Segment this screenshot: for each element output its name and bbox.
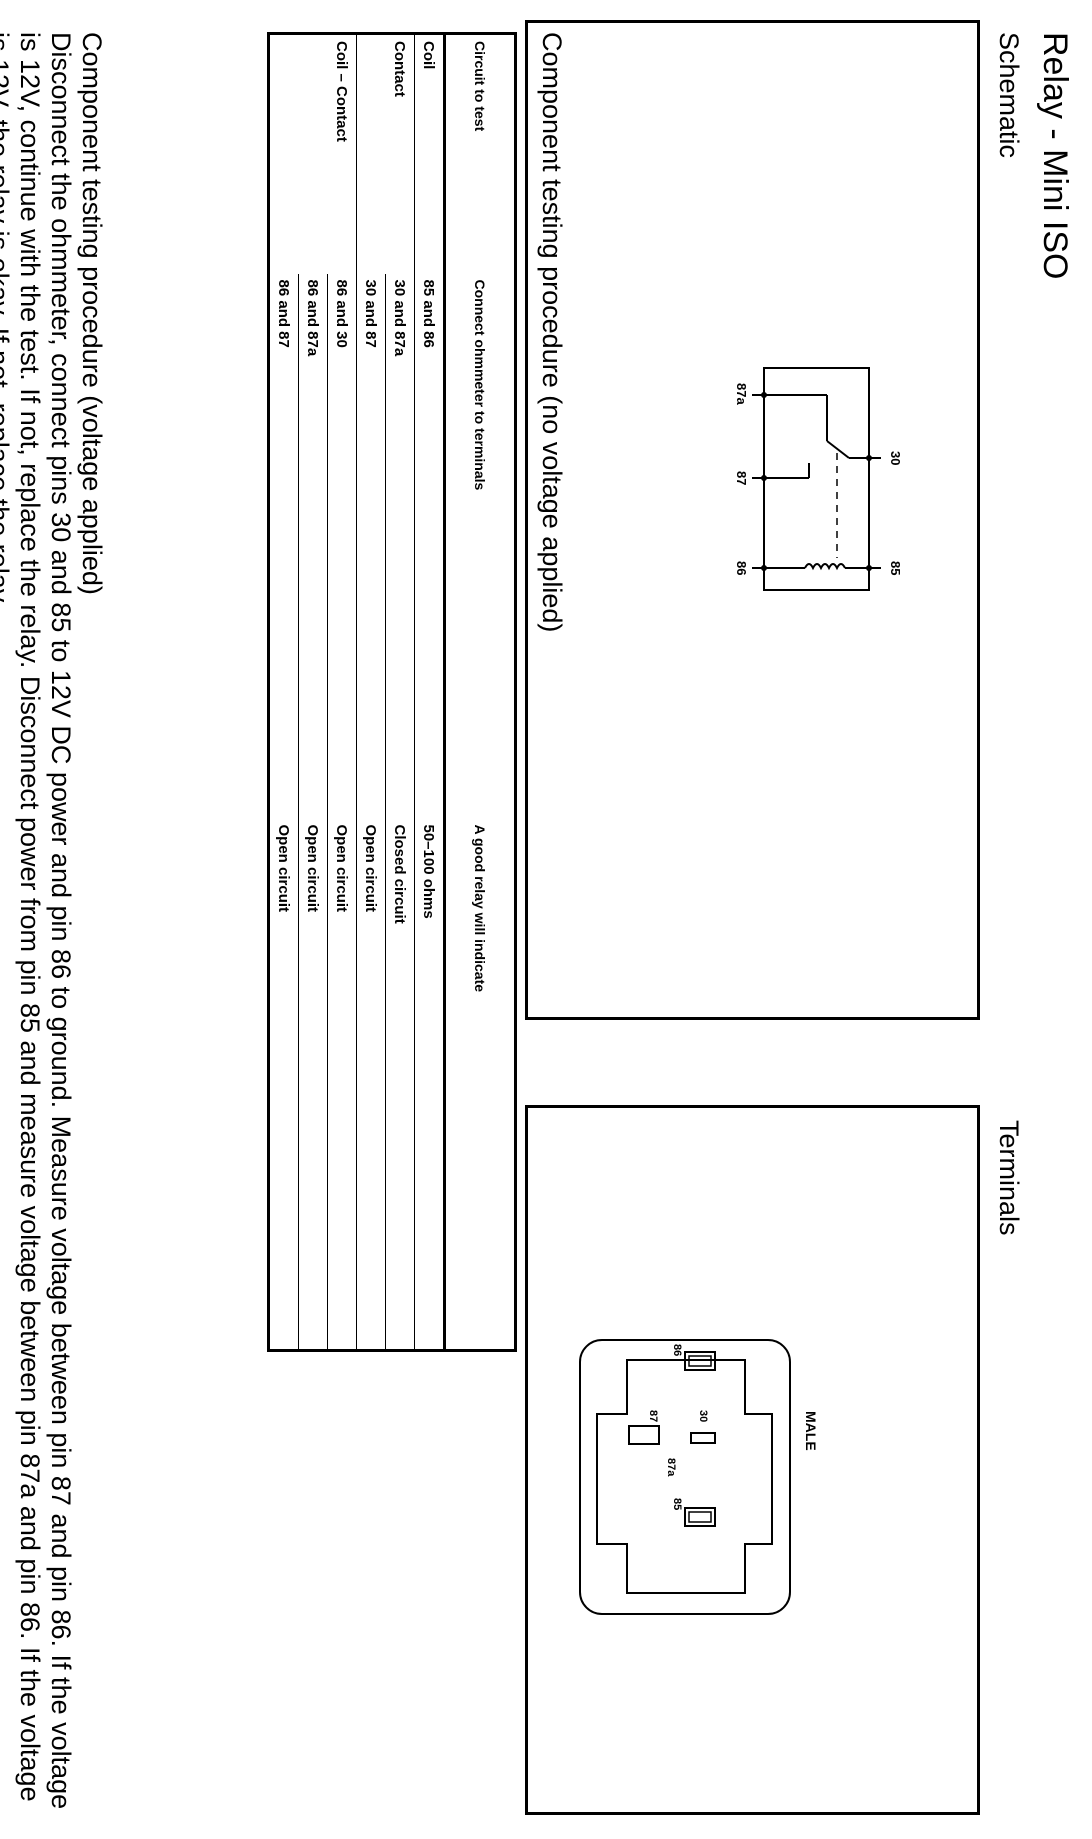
table-header-row: Circuit to test Connect ohmmeter to term…: [444, 33, 516, 1351]
terminals-box: MALE 86 30 87 87a 85: [525, 1105, 980, 1815]
connector-face-diagram: [579, 1339, 791, 1615]
cell-circuit: [269, 34, 299, 274]
cell-circuit: Contact: [391, 41, 409, 97]
connector-pin-30-label: 30: [697, 1410, 709, 1423]
table-row: Contact 30 and 87a Closed circuit: [385, 34, 415, 1351]
cell-indication: Closed circuit: [385, 818, 415, 1351]
connector-housing: [579, 1339, 791, 1615]
schematic-box: 30 85 87a 87 86: [525, 20, 980, 1020]
table-row: Coil – Contact 86 and 30 Open circuit: [327, 34, 357, 1351]
schematic-pin-87-label: 87: [734, 471, 749, 486]
coil-winding: [804, 563, 846, 571]
table-heading: Component testing procedure (no voltage …: [537, 32, 567, 633]
terminal-85-slot: [684, 1507, 716, 1527]
cell-indication: Open circuit: [268, 818, 299, 1351]
switch-arm: [826, 440, 850, 459]
cell-circuit: [299, 34, 328, 274]
table-row: 86 and 87a Open circuit: [298, 34, 328, 1351]
cell-indication: Open circuit: [327, 818, 357, 1351]
table-row: 30 and 87 Open circuit: [356, 33, 386, 1351]
schematic-pin-85-label: 85: [888, 561, 903, 576]
connector-key-outline: [596, 1359, 773, 1594]
cell-terminals: 86 and 87: [268, 273, 299, 819]
terminals-heading: Terminals: [994, 1120, 1024, 1236]
cell-terminals: 86 and 30: [327, 273, 357, 819]
cell-terminals: 30 and 87a: [385, 273, 415, 819]
cell-circuit: [356, 33, 386, 274]
connector-pin-86-label: 86: [671, 1344, 683, 1357]
cell-terminals: 30 and 87: [356, 273, 386, 819]
terminal-86-slot: [684, 1351, 716, 1371]
header-terminals: Connect ohmmeter to terminals: [444, 273, 516, 819]
cell-indication: Open circuit: [298, 818, 328, 1351]
voltage-procedure-text: Disconnect the ohmmeter, connect pins 30…: [0, 32, 76, 1810]
connector-pin-87a-label: 87a: [665, 1458, 677, 1477]
connector-pin-87-label: 87: [647, 1410, 659, 1423]
cell-terminals: 86 and 87a: [298, 273, 328, 819]
schematic-pin-87a-label: 87a: [734, 383, 749, 405]
resistance-test-table: Circuit to test Connect ohmmeter to term…: [267, 32, 517, 1352]
terminal-30-slot: [690, 1432, 716, 1444]
voltage-heading: Component testing procedure (voltage app…: [77, 32, 107, 595]
cell-circuit: Coil: [414, 33, 445, 274]
voltage-procedure: Component testing procedure (voltage app…: [0, 32, 107, 1822]
cell-circuit: Coil – Contact: [333, 41, 351, 142]
schematic-heading: Schematic: [994, 32, 1024, 159]
relay-schematic-diagram: [752, 367, 881, 591]
cell-indication: 50–100 ohms: [414, 818, 445, 1351]
cell-indication: Open circuit: [356, 818, 386, 1351]
header-circuit: Circuit to test: [444, 33, 516, 274]
page-title: Relay - Mini ISO: [1036, 32, 1074, 280]
schematic-pin-86-label: 86: [734, 561, 749, 576]
table-row: Coil 85 and 86 50–100 ohms: [414, 33, 445, 1351]
table-row: 86 and 87 Open circuit: [268, 34, 299, 1351]
terminal-87-slot: [628, 1425, 660, 1445]
cell-terminals: 85 and 86: [414, 273, 445, 819]
schematic-pin-30-label: 30: [888, 451, 903, 466]
header-indication: A good relay will indicate: [444, 818, 516, 1351]
connector-pin-85-label: 85: [671, 1498, 683, 1511]
